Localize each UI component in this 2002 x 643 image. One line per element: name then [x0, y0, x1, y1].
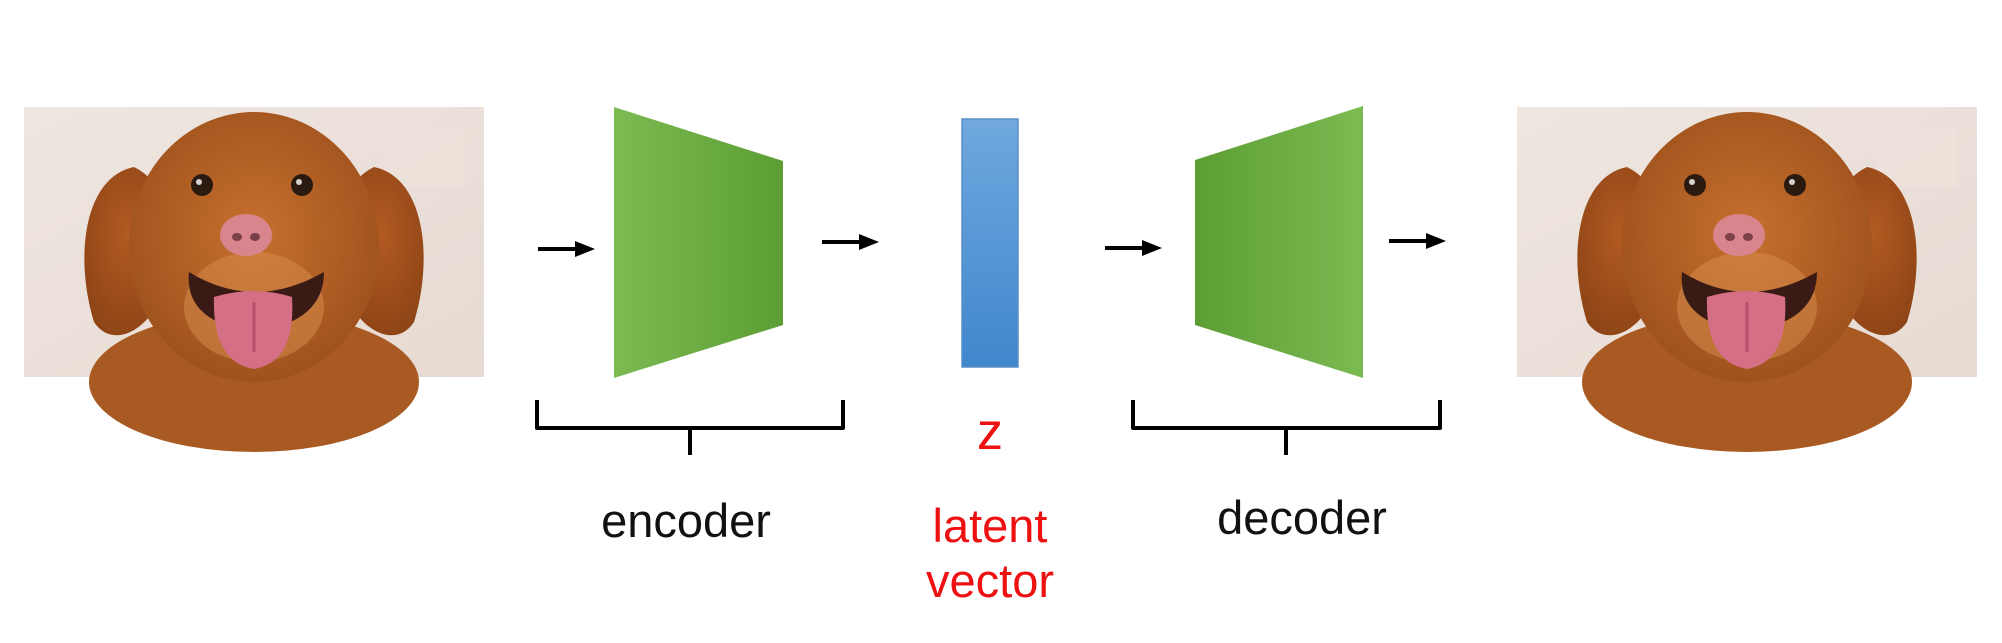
encoder-label: encoder [601, 494, 771, 547]
decoder-brace [1131, 400, 1442, 455]
latent-symbol-z: z [977, 403, 1003, 461]
latent-vector-block [961, 118, 1019, 368]
latent-vector-label: latent vector [926, 498, 1054, 609]
latent-label-line1: latent [932, 499, 1048, 552]
arrow-to-latent [822, 234, 879, 250]
latent-label-line2: vector [926, 554, 1054, 608]
arrow-to-encoder [538, 241, 595, 257]
input-dog-image [22, 105, 486, 454]
output-dog-image [1515, 105, 1979, 454]
decoder-block [1195, 106, 1363, 378]
decoder-label: decoder [1217, 491, 1387, 544]
encoder-block [614, 107, 783, 378]
encoder-brace [535, 400, 845, 455]
arrow-to-decoder [1105, 240, 1162, 256]
arrow-to-output [1389, 233, 1446, 249]
